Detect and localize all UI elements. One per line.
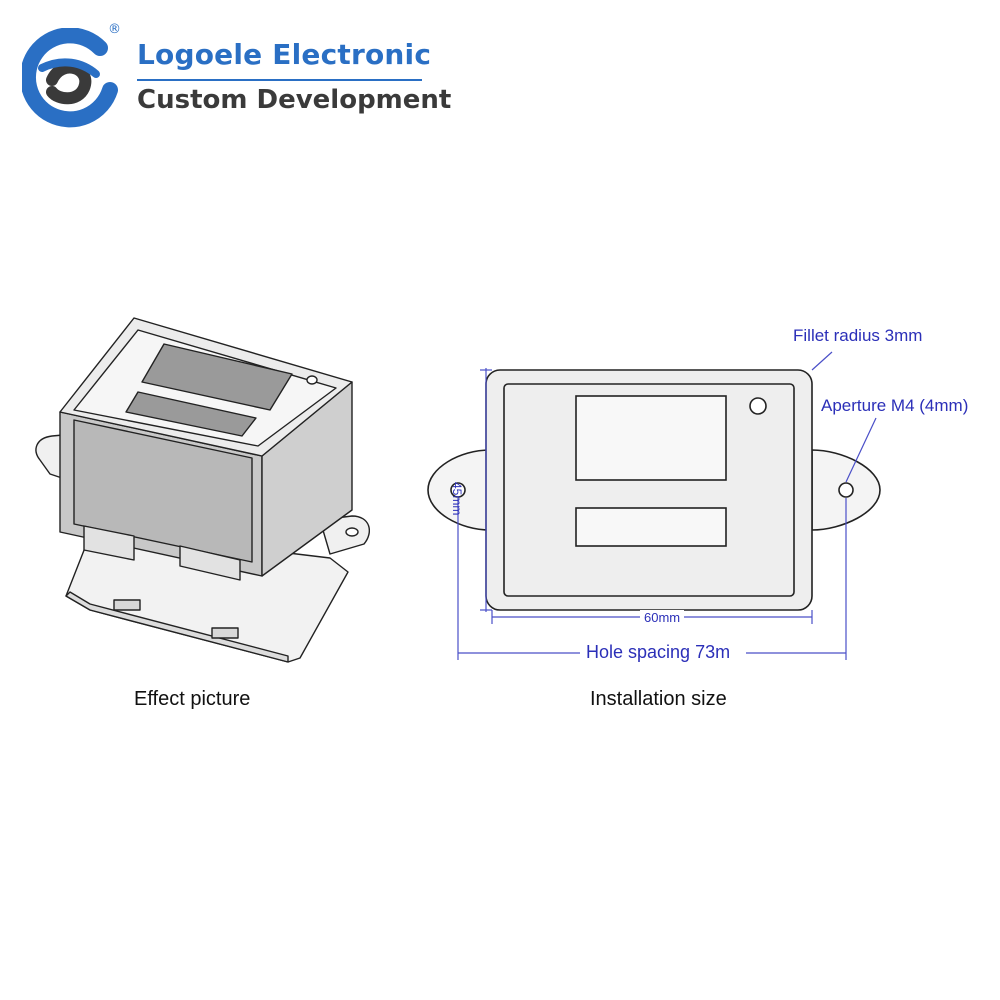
indicator-hole bbox=[306, 375, 318, 385]
height-dimension-label: 45mm bbox=[450, 482, 464, 516]
logo-swoosh bbox=[38, 58, 100, 78]
logo-arc-outer bbox=[22, 28, 118, 128]
effect-picture-drawing bbox=[35, 317, 370, 663]
fillet-leader bbox=[811, 351, 833, 371]
installation-size-drawing bbox=[427, 351, 881, 660]
fillet-radius-label: Fillet radius 3mm bbox=[793, 326, 923, 345]
aperture-label: Aperture M4 (4mm) bbox=[821, 396, 969, 415]
mount-hole-left bbox=[450, 482, 466, 498]
display-cutout-bottom bbox=[575, 507, 727, 547]
aperture-leader bbox=[845, 417, 877, 483]
logo-arc-inner bbox=[46, 61, 92, 105]
caption-effect-picture: Effect picture bbox=[134, 688, 251, 710]
hole-spacing-label: Hole spacing 73m bbox=[586, 642, 731, 662]
pcb-connector-2 bbox=[211, 627, 239, 639]
display-window-bottom bbox=[125, 391, 257, 437]
aperture-hole bbox=[749, 397, 767, 415]
registered-mark: ® bbox=[108, 22, 121, 37]
width-dimension-label: 60mm bbox=[640, 610, 685, 625]
pcb-connector-1 bbox=[113, 599, 141, 611]
mount-hole-right bbox=[838, 482, 854, 498]
display-cutout-top bbox=[575, 395, 727, 481]
brand-divider bbox=[137, 79, 422, 81]
brand-name: Logoele Electronic bbox=[137, 38, 432, 71]
caption-installation-size: Installation size bbox=[590, 688, 727, 710]
display-window-top bbox=[141, 343, 293, 411]
brand-tagline: Custom Development bbox=[137, 85, 452, 115]
mounting-ear-right bbox=[319, 515, 370, 555]
brand-logo bbox=[22, 28, 118, 128]
